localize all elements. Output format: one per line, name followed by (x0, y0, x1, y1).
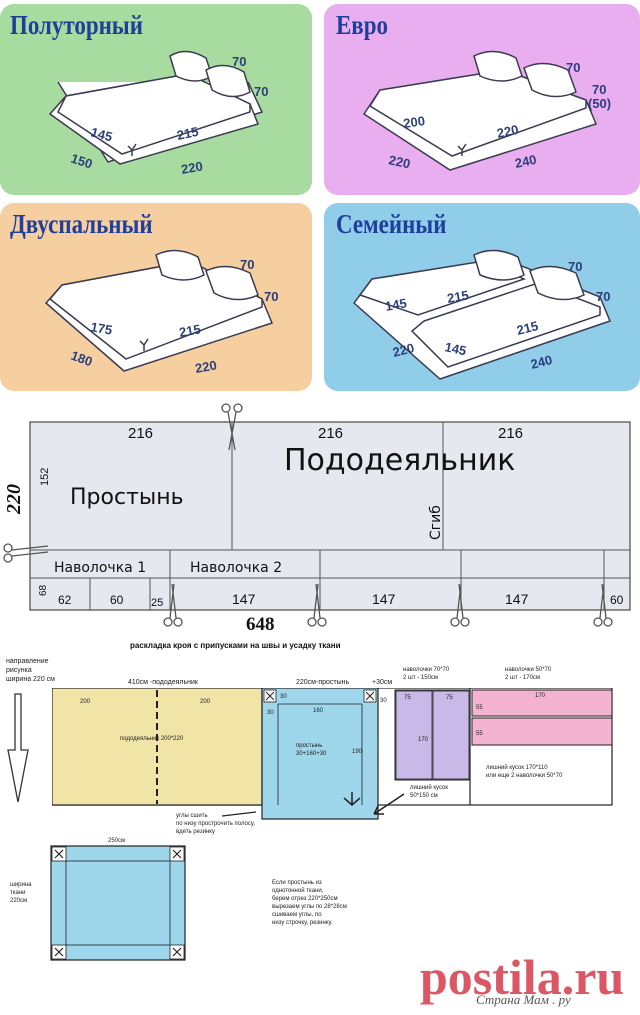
svg-text:70: 70 (254, 84, 268, 99)
fabric-layout (52, 688, 613, 820)
svg-text:240: 240 (514, 152, 538, 171)
scissors-icon (3, 403, 613, 627)
panel-euro: Евро 70 70 (50) 200 220 220 240 (324, 4, 640, 195)
bed-illustration: 70 70 145 215 145 215 220 240 (352, 249, 612, 380)
svg-text:70: 70 (264, 289, 278, 304)
svg-text:147: 147 (505, 591, 529, 607)
svg-text:70: 70 (596, 289, 610, 304)
panel-title: Евро (336, 10, 388, 40)
width-label: 216 (318, 425, 343, 442)
svg-text:147: 147 (372, 591, 396, 607)
watermark-logo: postila.ru (420, 949, 625, 1005)
duvet-total-label: 410см -пододеяльник (128, 679, 198, 686)
svg-text:150: 150 (69, 151, 94, 172)
total-length: 648 (246, 614, 275, 635)
svg-text:60: 60 (110, 593, 124, 607)
layout-title: раскладка кроя с припусками на швы и уса… (130, 641, 341, 650)
duvet-label: Пододеяльник (284, 443, 515, 478)
height-label: 220 (3, 484, 25, 515)
svg-text:60: 60 (610, 593, 624, 607)
svg-text:70: 70 (568, 259, 582, 274)
duvet-cut-label: пододеяльник 200*220 (120, 736, 184, 742)
cutting-scheme: 216 216 216 Пододеяльник Простынь Сгиб 2… (3, 403, 631, 635)
svg-text:220: 220 (391, 340, 416, 360)
panel-title: Семейный (336, 209, 447, 239)
svg-text:70: 70 (232, 54, 246, 69)
svg-text:145: 145 (443, 339, 467, 358)
svg-text:62: 62 (58, 593, 72, 607)
svg-text:145: 145 (89, 124, 114, 144)
svg-text:240: 240 (529, 352, 554, 372)
bed-illustration: 70 70 (50) 200 220 220 240 (362, 50, 611, 171)
svg-text:25: 25 (151, 597, 163, 609)
bed-illustration: 70 70 145 215 150 220 (48, 50, 268, 177)
svg-text:180: 180 (69, 348, 95, 370)
svg-text:147: 147 (232, 591, 256, 607)
svg-text:220: 220 (194, 357, 218, 376)
height-label: 152 (39, 468, 51, 486)
fold-label: Сгиб (428, 505, 444, 540)
width-label: 216 (128, 425, 153, 442)
svg-text:215: 215 (515, 318, 540, 338)
svg-text:200: 200 (402, 113, 426, 131)
svg-text:70: 70 (592, 82, 606, 97)
svg-text:215: 215 (178, 321, 202, 340)
svg-text:220: 220 (180, 158, 204, 177)
width-label: 216 (498, 425, 523, 442)
pillow2-label: Наволочка 2 (190, 560, 282, 576)
panel-semeyny: Семейный 70 70 145 215 145 215 220 240 (324, 203, 640, 391)
panel-title: Двуспальный (10, 209, 153, 239)
plus30-label: +30см (372, 679, 393, 686)
panel-title: Полуторный (10, 10, 143, 40)
svg-text:220: 220 (387, 152, 411, 171)
svg-text:70: 70 (240, 257, 254, 272)
panel-polutorny: Полуторный 70 70 145 215 150 220 (0, 4, 312, 195)
sheet-total-label: 220см-простынь (296, 679, 350, 686)
fitted-sheet-diagram (50, 845, 186, 961)
svg-text:215: 215 (446, 287, 470, 306)
svg-text:145: 145 (384, 295, 408, 314)
sheet-label: Простынь (70, 485, 184, 510)
svg-text:220: 220 (496, 122, 520, 141)
direction-arrow-icon (7, 693, 29, 803)
svg-text:70: 70 (566, 60, 580, 75)
watermark-sub: Страна Мам . ру (476, 992, 571, 1007)
panel-dvuspalny: Двуспальный 70 70 175 215 180 220 (0, 203, 312, 391)
bed-illustration: 70 70 175 215 180 220 (44, 249, 278, 376)
pillow1-label: Наволочка 1 (54, 560, 146, 576)
svg-text:175: 175 (89, 319, 113, 338)
w250-label: 250см (108, 838, 126, 844)
height-label: 68 (38, 584, 49, 596)
svg-text:215: 215 (176, 124, 200, 143)
svg-text:(50): (50) (588, 96, 611, 111)
